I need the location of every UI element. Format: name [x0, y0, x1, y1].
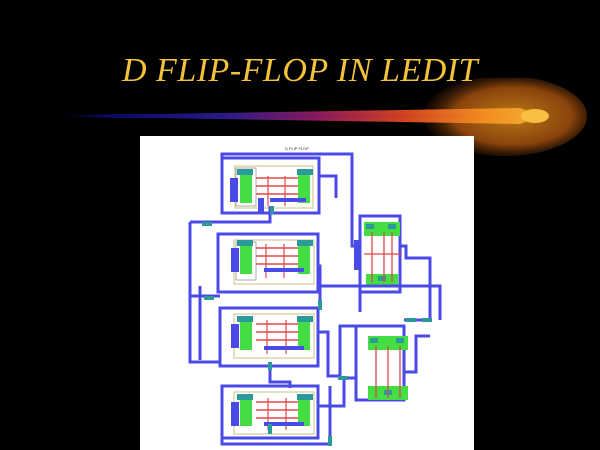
gate-cell-4 — [220, 384, 320, 440]
routing-contacts — [202, 206, 432, 446]
metal-interconnect — [188, 152, 442, 446]
gate-cell-1 — [220, 156, 321, 215]
layout-screenshot: D FLIP FLOP — [140, 136, 474, 450]
gate-cell-3 — [218, 306, 320, 368]
cell-label: D FLIP FLOP — [285, 146, 309, 151]
slide-title: D FLIP-FLOP IN LEDIT — [122, 52, 478, 89]
gate-cell-2 — [216, 232, 320, 294]
gate-cell-5 — [354, 214, 402, 294]
gate-cell-6 — [354, 324, 408, 402]
